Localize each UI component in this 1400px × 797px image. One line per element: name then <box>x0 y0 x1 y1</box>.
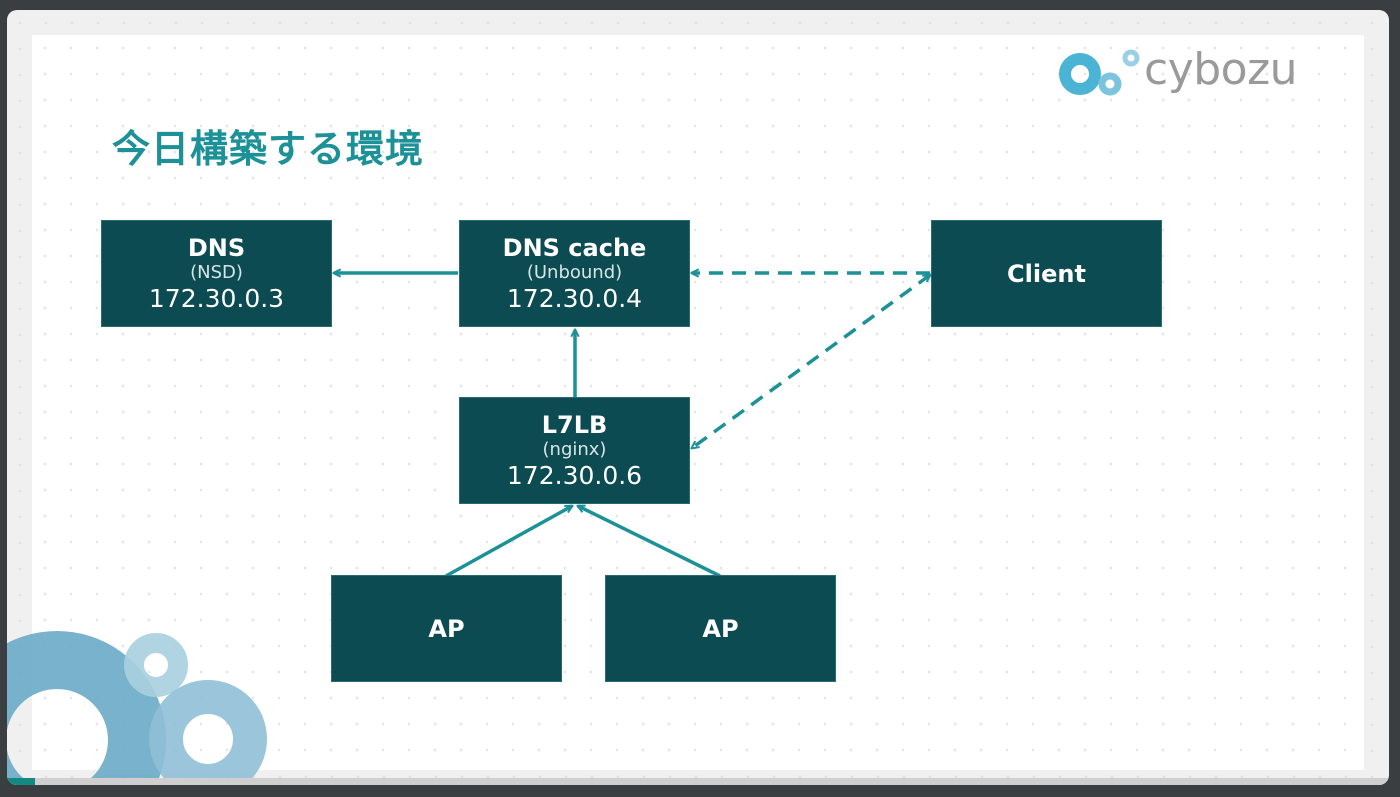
node-ap-2: AP <box>605 575 836 682</box>
node-dns-software: (NSD) <box>190 261 243 283</box>
node-dns-cache: DNS cache (Unbound) 172.30.0.4 <box>459 220 690 327</box>
node-client: Client <box>931 220 1162 327</box>
slide-progress-bar <box>7 778 1389 785</box>
node-ap-2-name: AP <box>702 614 739 643</box>
slide-canvas <box>32 35 1364 770</box>
node-dns: DNS (NSD) 172.30.0.3 <box>101 220 332 327</box>
node-dns-cache-ip: 172.30.0.4 <box>506 283 643 313</box>
node-dns-cache-name: DNS cache <box>502 233 647 262</box>
node-l7lb-name: L7LB <box>541 410 608 439</box>
edge-ap1-to-l7lb <box>445 504 572 578</box>
slide-progress-fill <box>7 778 35 785</box>
node-ap-1-name: AP <box>428 614 465 643</box>
node-ap-1: AP <box>331 575 562 682</box>
edge-ap2-to-l7lb <box>578 504 721 578</box>
deco-circle-small <box>124 633 188 697</box>
cybozu-logo-icon <box>1059 49 1140 96</box>
node-l7lb: L7LB (nginx) 172.30.0.6 <box>459 397 690 504</box>
node-l7lb-ip: 172.30.0.6 <box>506 460 643 490</box>
cybozu-logo-text: cybozu <box>1144 44 1298 95</box>
cybozu-logo: cybozu <box>1058 42 1298 106</box>
node-dns-ip: 172.30.0.3 <box>148 283 285 313</box>
node-client-name: Client <box>1007 259 1086 288</box>
slide-title: 今日構築する環境 <box>112 127 425 171</box>
node-l7lb-software: (nginx) <box>542 438 607 460</box>
node-dns-cache-software: (Unbound) <box>526 261 623 283</box>
deco-circle-large <box>7 631 166 785</box>
edge-client-to-l7lb <box>692 275 930 448</box>
node-dns-name: DNS <box>187 233 246 262</box>
